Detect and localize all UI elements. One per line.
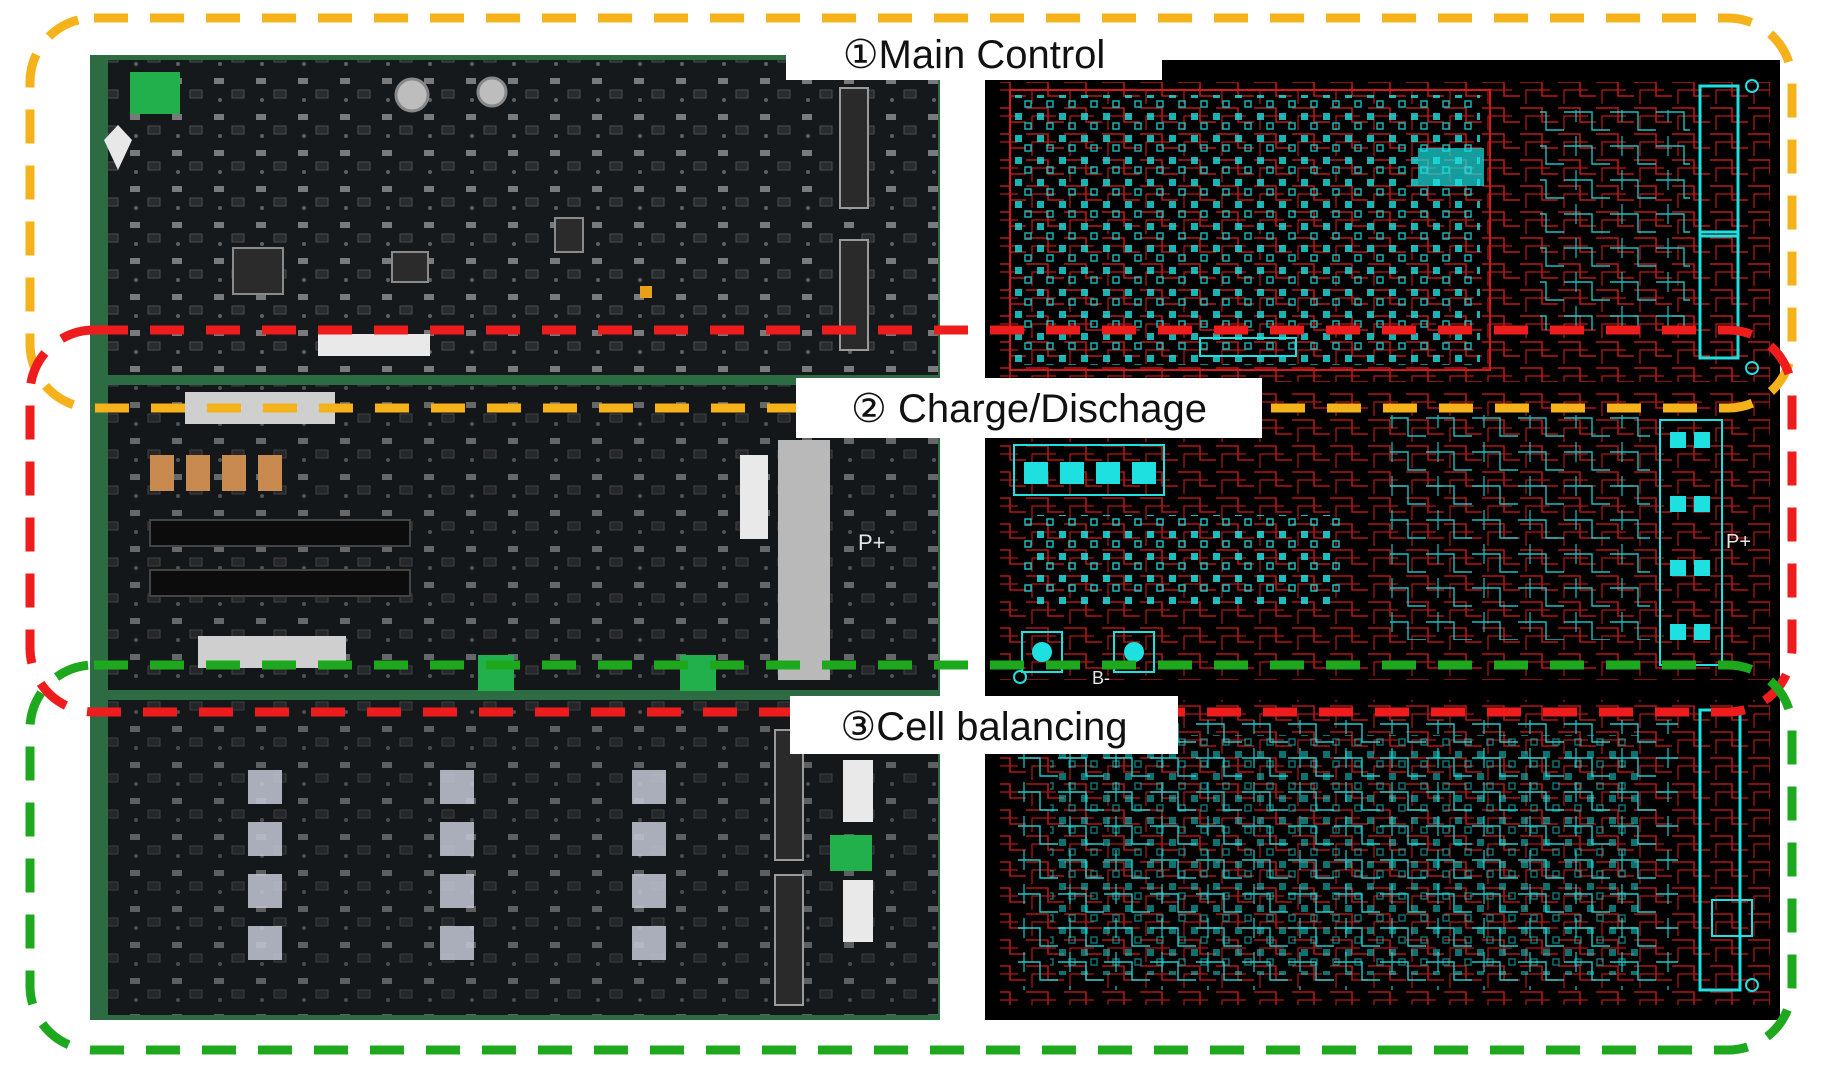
arrow-silkscreen	[104, 125, 132, 170]
label-charge-discharge: ② Charge/Dischage	[796, 378, 1262, 438]
label-main-control: ①Main Control	[786, 24, 1162, 80]
header-connector	[774, 729, 804, 861]
header-connector	[774, 874, 804, 1006]
capacitor	[394, 77, 430, 113]
ic-chip	[391, 251, 429, 283]
charge-discharge-label: ② Charge/Dischage	[851, 387, 1207, 431]
layout-p-plus-label: P+	[1726, 531, 1751, 553]
mosfet-row	[149, 519, 411, 547]
microcontroller-chip	[232, 247, 284, 295]
mounting-holes	[1013, 79, 1759, 992]
inductor	[222, 455, 246, 491]
inductor	[186, 455, 210, 491]
capacitor	[476, 76, 508, 108]
p-plus-busbar	[778, 440, 830, 680]
layout-b-minus-label: B-	[1092, 668, 1110, 688]
charge-discharge-outline	[25, 325, 1797, 717]
green-connector	[130, 72, 180, 114]
layout-header	[1698, 84, 1740, 238]
layout-cell-balancing	[1000, 700, 1770, 1005]
header-connector	[839, 87, 869, 209]
white-connector	[318, 334, 430, 356]
cell-balancing-outline	[25, 660, 1797, 1055]
layout-header	[1698, 230, 1740, 360]
green-connector	[478, 655, 514, 691]
green-connector	[680, 655, 716, 691]
white-connector	[843, 880, 873, 942]
main-control-label: ①Main Control	[843, 33, 1106, 77]
white-connector	[843, 760, 873, 822]
photo-charge-discharge-board: P+	[108, 385, 938, 691]
layout-main-control	[1000, 82, 1770, 382]
photo-cell-balancing-board	[108, 700, 938, 1015]
mosfet-row	[149, 569, 411, 597]
pcb-layout: P+ B-	[985, 60, 1780, 1020]
green-connector	[830, 835, 872, 871]
inductor	[258, 455, 282, 491]
ic-chip	[554, 217, 584, 253]
balancing-transformers	[248, 770, 666, 960]
led	[640, 286, 652, 298]
label-cell-balancing: ③Cell balancing	[790, 696, 1178, 754]
photo-p-plus-label: P+	[858, 530, 886, 555]
layout-charge-discharge: P+ B-	[1000, 390, 1770, 688]
photo-main-control-board	[104, 60, 938, 375]
white-connector	[740, 455, 768, 539]
layout-p-plus-pads	[1670, 432, 1710, 640]
cell-balancing-label: ③Cell balancing	[840, 705, 1127, 749]
inductor	[150, 455, 174, 491]
pcb-photo: P+	[90, 55, 940, 1020]
